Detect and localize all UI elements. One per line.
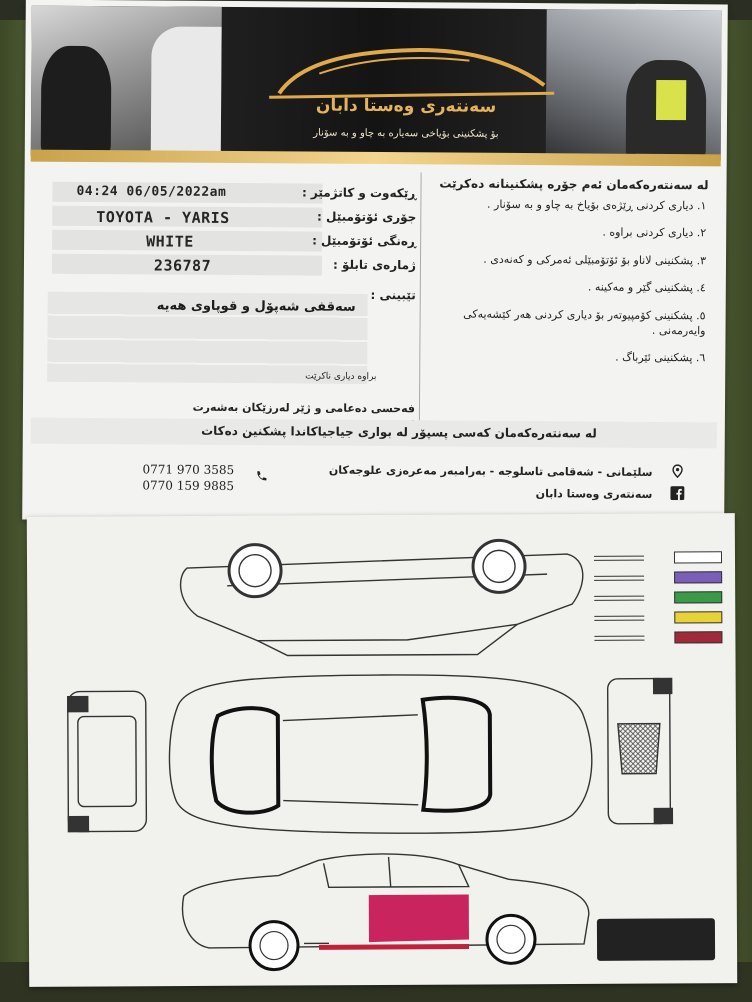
service-item: ١. دیاری کردنی ڕێژەی بۆیاخ بە چاو و بە س… [487,197,707,213]
contact-info: 0771 970 3585 0770 159 9885 سلێمانی - شە… [142,458,693,501]
inspection-sheet-top: سەنتەری وەستا دابان بۆ پشکنینی بۆیاخی سە… [22,0,728,525]
service-item: ٦. پشکنینی ئێرباگ . [615,351,706,365]
service-item: ٢. دیاری کردنی براوە . [602,225,707,240]
wheel-front [485,913,537,965]
notes-label: تێبینی : [370,287,416,303]
car-logo-icon [269,48,555,99]
wheel-front-hub [496,924,526,954]
phone-number-1: 0771 970 3585 [142,462,235,478]
car-diagram [67,538,674,972]
photo-left [30,5,222,157]
service-item: ٤. پشکنینی گێر و مەکینە . [587,280,706,295]
stamp-logo [596,918,716,961]
column-divider [418,172,422,421]
plate-label: ژمارەی تابلۆ : [332,257,417,273]
damage-marked-area [368,894,469,943]
services-title: لە سەنتەرەکەمان ئەم جۆرە پشکنینانە دەکرێ… [439,176,709,193]
inspector-figure [40,45,112,157]
service-item: ٣. پشکنینی لاناو بۆ ئۆتۆمبێلی ئەمرکی و ک… [483,252,707,268]
tagline: بۆ پشکنینی بۆیاخی سەیارە بە چاو و بە سۆن… [313,127,499,140]
facebook-name: سەنتەری وەستا دابان [535,487,653,501]
phone-icon [257,471,267,481]
header-banner: سەنتەری وەستا دابان بۆ پشکنینی بۆیاخی سە… [30,5,722,161]
car-side-view-bottom [181,853,590,949]
car-top-view [168,674,593,834]
brand-name: سەنتەری وەستا دابان [315,95,497,117]
wheel-rear-hub [259,930,289,961]
expert-strip: لە سەنتەرەکەمان کەسی پسپۆر لە بواری جیاج… [30,417,717,449]
date-label: ڕێکەوت و کاتژمێر : [301,185,417,201]
car-photo [150,26,222,157]
safety-vest [655,79,687,121]
model-value: TOYOTA - YARIS [96,208,230,227]
car-rear-view [67,690,148,833]
damage-rocker-mark [319,944,470,950]
services-list: لە سەنتەرەکەمان ئەم جۆرە پشکنینانە دەکرێ… [425,172,712,378]
car-side-view-top [179,538,584,657]
service-item: ٥. پشکنینی کۆمپیوتەر بۆ دیاری کردنی هەر … [463,307,706,338]
facebook-icon [670,486,685,501]
wheel-rear [248,920,300,972]
address-text: سلێمانی - شەقامی تاسلوجە - بەرامبەر مەعر… [328,463,653,479]
color-label: ڕەنگی ئۆتۆمبێل : [312,233,417,249]
model-label: جۆری ئۆتۆمبێل : [317,209,417,225]
location-icon [672,464,683,479]
color-value: WHITE [146,232,194,251]
expert-strip-text: لە سەنتەرەکەمان کەسی پسپۆر لە بواری جیاج… [201,423,597,441]
vehicle-form: 04:24 06/05/2022am ڕێکەوت و کاتژمێر : TO… [37,172,417,428]
note-sign: براوە دیاری ناکرێت [305,371,377,383]
photo-right [545,9,722,161]
phone-number-2: 0770 159 9885 [142,478,235,494]
plate-value: 236787 [153,256,212,275]
inspection-sheet-diagram [26,513,738,987]
car-front-view [606,677,674,825]
note-text: سەقفی شەپۆل و قوپاوی هەیە [156,298,356,315]
date-value: 04:24 06/05/2022am [76,183,227,200]
